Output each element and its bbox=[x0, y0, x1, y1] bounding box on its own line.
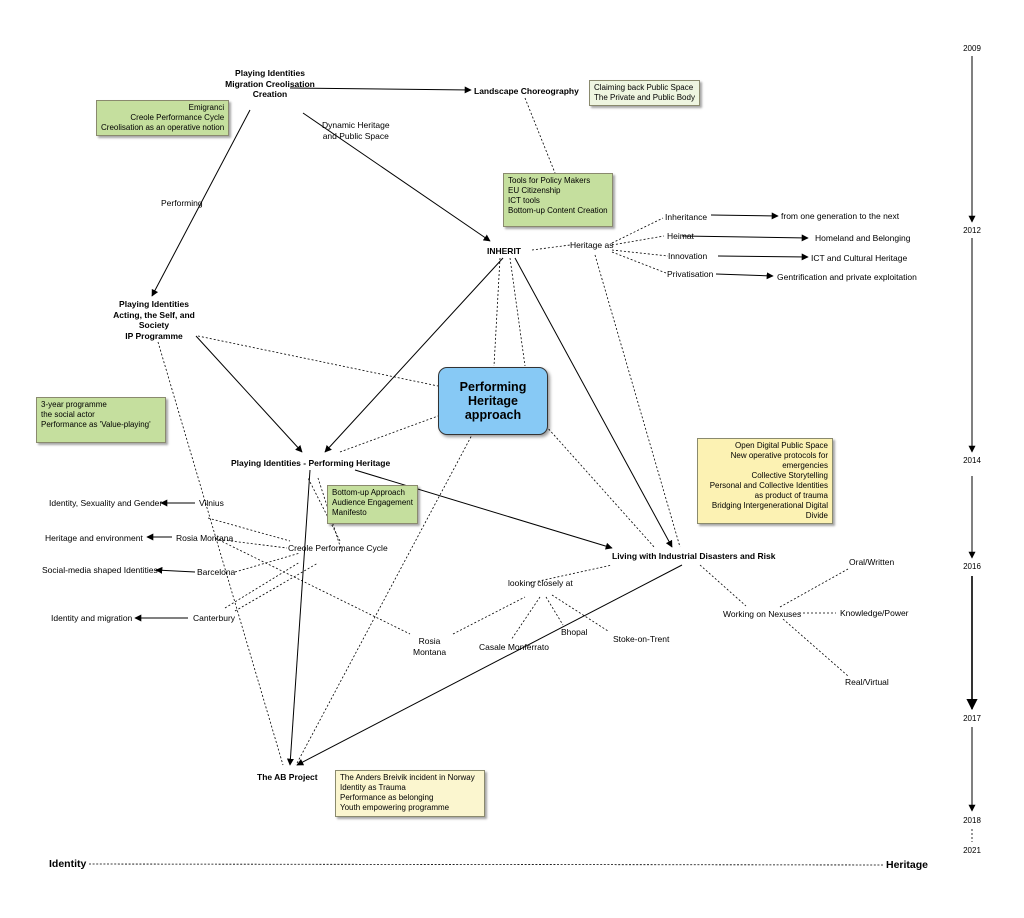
edge-pi-landscape bbox=[289, 86, 472, 94]
label-canterbury-target: Identity and migration bbox=[51, 613, 133, 623]
label-real-virtual: Real/Virtual bbox=[845, 677, 889, 687]
dash-acting-ab bbox=[157, 341, 284, 766]
label-rosia-montana: Rosia Montana bbox=[176, 533, 234, 543]
label-working-on-nexuses: Working on Nexuses bbox=[723, 609, 802, 619]
dash-rosia-creole bbox=[214, 538, 288, 549]
node-landscape-choreography[interactable]: Landscape Choreography bbox=[474, 86, 579, 96]
dash-h-heimat bbox=[611, 235, 665, 246]
dash-barcelona-creole bbox=[234, 552, 301, 573]
dash-h-privatisation bbox=[611, 251, 667, 274]
label-casale-monferrato: Casale Monferrato bbox=[479, 642, 549, 652]
label-barcelona: Barcelona bbox=[197, 567, 236, 577]
label-performing: Performing bbox=[161, 198, 203, 208]
dash-looking-casale bbox=[510, 596, 541, 641]
label-looking-closely: looking closely at bbox=[508, 578, 573, 588]
edge-inherit-living bbox=[514, 257, 673, 548]
label-heimat: Heimat bbox=[667, 231, 694, 241]
edge-ph-living bbox=[354, 469, 613, 550]
year-2016: 2016 bbox=[963, 562, 981, 571]
year-2014: 2014 bbox=[963, 456, 981, 465]
dash-looking-stoke bbox=[551, 594, 609, 632]
dash-canterbury-extra bbox=[224, 561, 301, 609]
label-heimat-target: Homeland and Belonging bbox=[815, 233, 911, 243]
identity-heritage-axis bbox=[88, 863, 885, 866]
node-pi-migration[interactable]: Playing Identities Migration Creolisatio… bbox=[225, 68, 315, 99]
dash-rosia-rosia2 bbox=[214, 537, 411, 635]
edge-inheritance bbox=[710, 212, 779, 220]
dash-landscape-tools bbox=[524, 97, 558, 179]
note-open-digital-public-space: Open Digital Public Space New operative … bbox=[697, 438, 833, 524]
node-pi-performing-heritage[interactable]: Playing Identities - Performing Heritage bbox=[231, 458, 391, 468]
edge-heimat bbox=[681, 234, 809, 242]
node-inherit[interactable]: INHERIT bbox=[487, 246, 521, 256]
note-bottom-up: Bottom-up Approach Audience Engagement M… bbox=[327, 485, 418, 524]
dash-looking-living bbox=[529, 564, 613, 584]
note-claiming-public-space: Claiming back Public Space The Private a… bbox=[589, 80, 700, 106]
label-innovation-target: ICT and Cultural Heritage bbox=[811, 253, 908, 263]
node-performing-heritage-approach[interactable]: Performing Heritage approach bbox=[438, 367, 548, 435]
note-tools-policy: Tools for Policy Makers EU Citizenship I… bbox=[503, 173, 613, 227]
label-canterbury: Canterbury bbox=[193, 613, 236, 623]
edge-innovation bbox=[717, 253, 809, 261]
node-living-industrial-disasters[interactable]: Living with Industrial Disasters and Ris… bbox=[612, 551, 776, 561]
dash-canterbury-creole bbox=[234, 562, 319, 612]
edge-acting-ph bbox=[195, 335, 303, 453]
label-vilnius: Vilnius bbox=[199, 498, 224, 508]
dash-h-innovation bbox=[611, 249, 669, 257]
axis-identity: Identity bbox=[49, 858, 87, 870]
year-2009: 2009 bbox=[963, 44, 981, 53]
label-barcelona-target: Social-media shaped Identities bbox=[42, 565, 158, 575]
year-2021: 2021 bbox=[963, 846, 981, 855]
label-innovation: Innovation bbox=[668, 251, 708, 261]
edge-pi-acting bbox=[151, 109, 251, 297]
edge-privatisation bbox=[715, 272, 774, 280]
dash-living-nexuses bbox=[699, 564, 747, 607]
edge-inherit-ph bbox=[324, 257, 504, 453]
edge-ph-ab bbox=[286, 469, 311, 766]
label-privatisation: Privatisation bbox=[667, 269, 714, 279]
label-knowledge-power: Knowledge/Power bbox=[840, 608, 909, 618]
dash-center-living bbox=[545, 425, 656, 549]
label-inheritance: Inheritance bbox=[665, 212, 708, 222]
label-rosia-target: Heritage and environment bbox=[45, 533, 143, 543]
dash-creole-ph2 bbox=[317, 477, 343, 553]
dash-inherit-center1 bbox=[493, 257, 501, 367]
label-heritage-as: Heritage as bbox=[570, 240, 614, 250]
label-creole-performance-cycle: Creole Performance Cycle bbox=[288, 543, 388, 553]
dash-heritageas-living bbox=[594, 254, 681, 548]
dash-h-inheritance bbox=[611, 217, 664, 244]
year-2017: 2017 bbox=[963, 714, 981, 723]
label-stoke-on-trent: Stoke-on-Trent bbox=[613, 634, 670, 644]
node-ab-project[interactable]: The AB Project bbox=[257, 772, 318, 782]
dash-center-ab bbox=[295, 432, 474, 766]
label-inheritance-target: from one generation to the next bbox=[781, 211, 900, 221]
dash-inherit-heritageas bbox=[531, 244, 571, 251]
dash-acting-center bbox=[197, 335, 439, 387]
label-dynamic-heritage: Dynamic Heritage and Public Space bbox=[322, 120, 390, 141]
dash-looking-bhopal bbox=[545, 596, 564, 626]
dash-inherit-center2 bbox=[509, 257, 526, 367]
dash-nexuses-real bbox=[782, 618, 849, 677]
label-bhopal: Bhopal bbox=[561, 627, 588, 637]
label-oral-written: Oral/Written bbox=[849, 557, 895, 567]
edge-living-ab bbox=[296, 564, 683, 766]
label-rosia-montana-2: Rosia Montana bbox=[413, 636, 447, 657]
label-vilnius-target: Identity, Sexuality and Gender bbox=[49, 498, 163, 508]
note-three-year-programme: 3-year programme the social actor Perfor… bbox=[36, 397, 166, 443]
note-anders-breivik: The Anders Breivik incident in Norway Id… bbox=[335, 770, 485, 817]
note-emigranci: Emigranci Creole Performance Cycle Creol… bbox=[96, 100, 230, 136]
dash-nexuses-oral bbox=[779, 568, 849, 608]
year-2018: 2018 bbox=[963, 816, 981, 825]
label-privatisation-target: Gentrification and private exploitation bbox=[777, 272, 917, 282]
node-pi-acting[interactable]: Playing Identities Acting, the Self, and… bbox=[113, 299, 195, 341]
edge-barcelona bbox=[155, 566, 196, 574]
axis-heritage: Heritage bbox=[886, 859, 929, 871]
dash-ph-center bbox=[339, 415, 439, 453]
dash-rosia2-looking bbox=[452, 596, 526, 635]
year-2012: 2012 bbox=[963, 226, 981, 235]
edge-pi-inherit bbox=[302, 112, 491, 242]
